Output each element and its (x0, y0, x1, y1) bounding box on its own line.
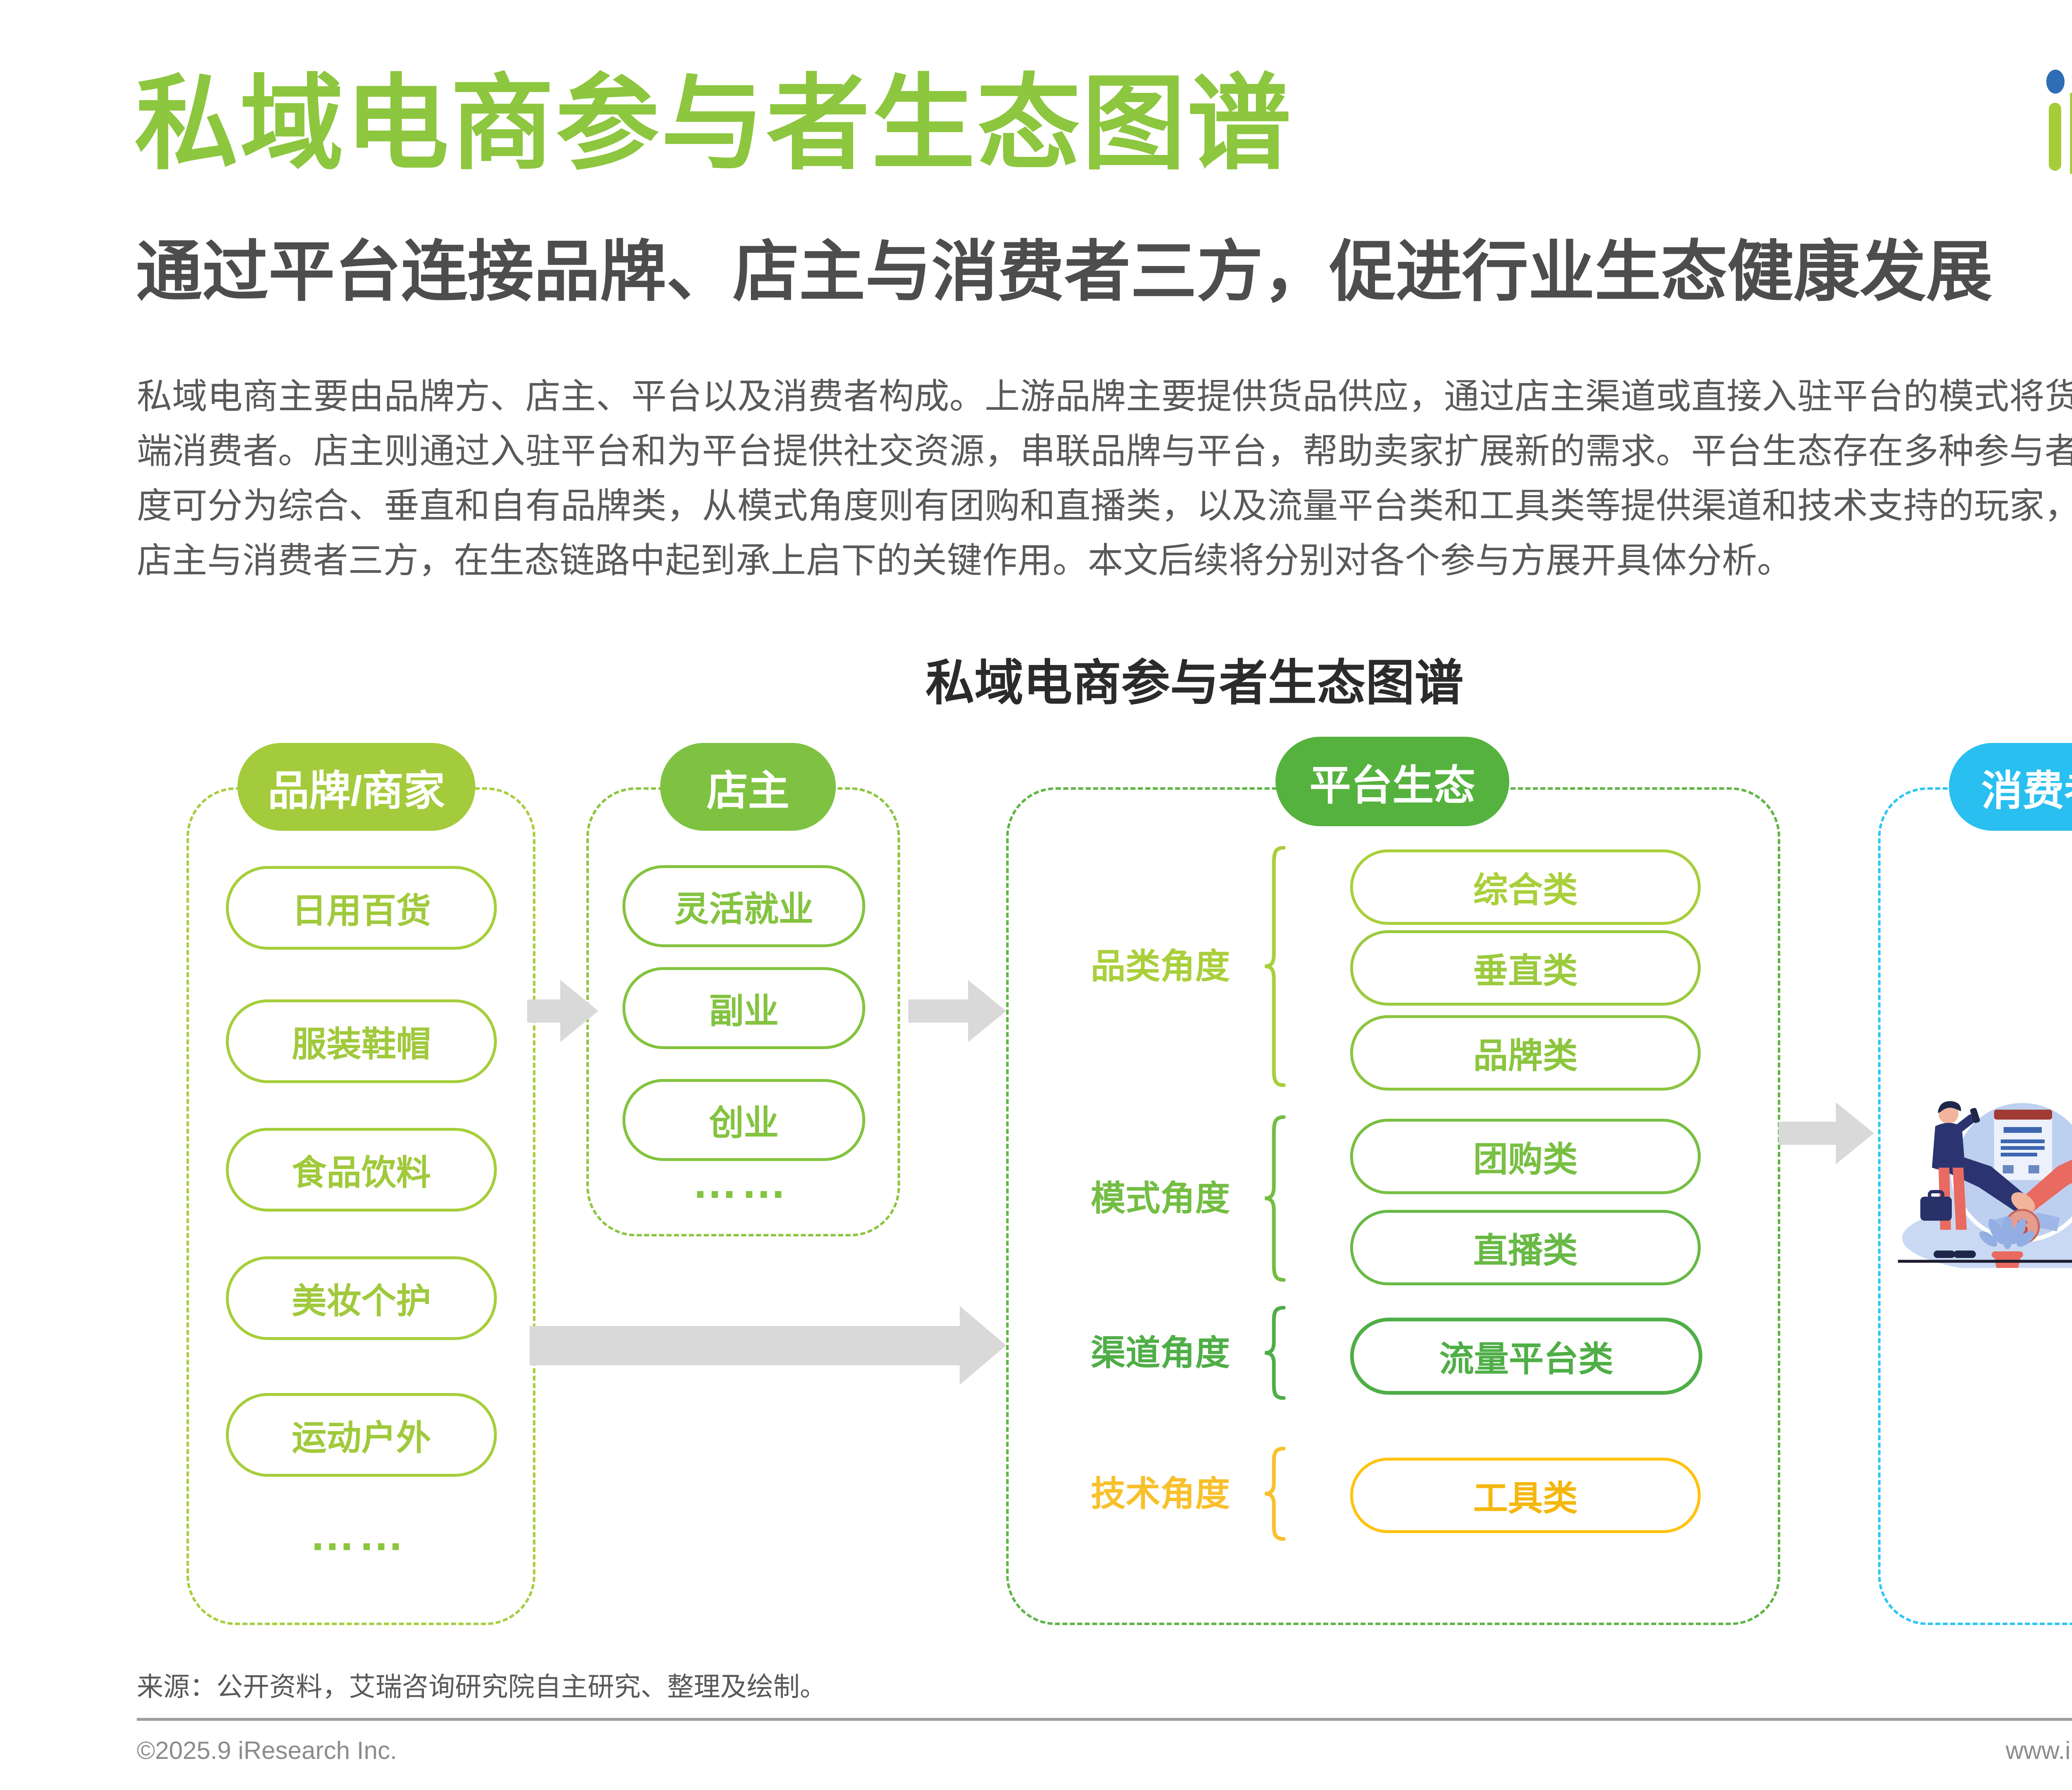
shopkeeper-item-pill: 创业 (622, 1079, 865, 1161)
arrow-brand-to-platform (530, 1306, 1006, 1385)
logo-letter-i-dot (2046, 70, 2065, 94)
platform-group-label: 渠道角度 (1090, 1333, 1230, 1372)
arrow-shaft (1779, 1122, 1836, 1145)
brand-item-pill: 服装鞋帽 (226, 999, 497, 1083)
arrow-head (960, 1306, 1006, 1385)
shopkeeper-column-header: 店主 (660, 743, 836, 831)
shopkeeper-item-pill: 副业 (622, 967, 865, 1049)
brand-item-pill: 运动户外 (226, 1393, 497, 1477)
logo-flag-shape: Research (2070, 75, 2072, 190)
platform-group-label: 模式角度 (1090, 1179, 1230, 1218)
arrow-shaft (527, 999, 560, 1023)
platform-column-header: 平台生态 (1276, 737, 1509, 826)
arrow-head (1836, 1102, 1874, 1164)
brand-item-pill: 日用百货 (226, 866, 497, 950)
platform-group-label: 品类角度 (1090, 947, 1230, 986)
arrow-platform-to-consumer (1779, 1102, 1874, 1164)
shopkeeper-ellipsis: …… (692, 1157, 790, 1208)
arrow-shopkeeper-to-platform (908, 980, 1006, 1042)
brand-ellipsis: …… (310, 1509, 407, 1560)
source-note: 来源：公开资料，艾瑞咨询研究院自主研究、整理及绘制。 (137, 1672, 826, 1702)
diagram-title: 私域电商参与者生态图谱 (925, 656, 1464, 711)
platform-group-label: 技术角度 (1090, 1474, 1230, 1513)
arrow-brand-to-shopkeeper (527, 980, 598, 1042)
platform-item-pill: 综合类 (1350, 849, 1701, 925)
page-title: 私域电商参与者生态图谱 (135, 66, 1293, 181)
copyright-text: ©2025.9 iResearch Inc. (137, 1737, 397, 1764)
consumer-illustration: $ (1898, 1099, 2072, 1268)
brand-item-pill: 食品饮料 (226, 1128, 497, 1212)
category-brace (1264, 846, 1286, 1087)
platform-item-pill: 直播类 (1350, 1210, 1701, 1285)
platform-item-pill: 垂直类 (1350, 930, 1701, 1006)
shopkeeper-item-pill: 灵活就业 (622, 865, 865, 947)
mode-brace (1264, 1115, 1286, 1282)
logo-letter-i-stem (2049, 103, 2061, 171)
arrow-head (560, 980, 598, 1042)
brand-column-header: 品牌/商家 (237, 743, 475, 831)
platform-item-pill: 流量平台类 (1350, 1318, 1702, 1395)
tech-brace (1264, 1447, 1286, 1541)
arrow-shaft (908, 999, 968, 1023)
arrow-head (968, 980, 1006, 1042)
channel-brace (1264, 1306, 1286, 1400)
consumer-column-header: 消费者 (1949, 743, 2072, 831)
platform-item-pill: 品牌类 (1350, 1015, 1701, 1091)
iresearch-logo: Research 艾瑞咨询 (2031, 62, 2072, 220)
platform-item-pill: 工具类 (1350, 1458, 1701, 1533)
footer-divider (137, 1718, 2072, 1721)
brand-item-pill: 美妆个护 (226, 1256, 497, 1340)
arrow-shaft (530, 1326, 960, 1365)
platform-item-pill: 团购类 (1350, 1119, 1701, 1194)
body-paragraph: 私域电商主要由品牌方、店主、平台以及消费者构成。上游品牌主要提供货品供应，通过店… (137, 377, 2072, 581)
website-url: www.iresearch.com.cn (2005, 1737, 2072, 1764)
page-subtitle: 通过平台连接品牌、店主与消费者三方，促进行业生态健康发展 (136, 235, 1993, 309)
